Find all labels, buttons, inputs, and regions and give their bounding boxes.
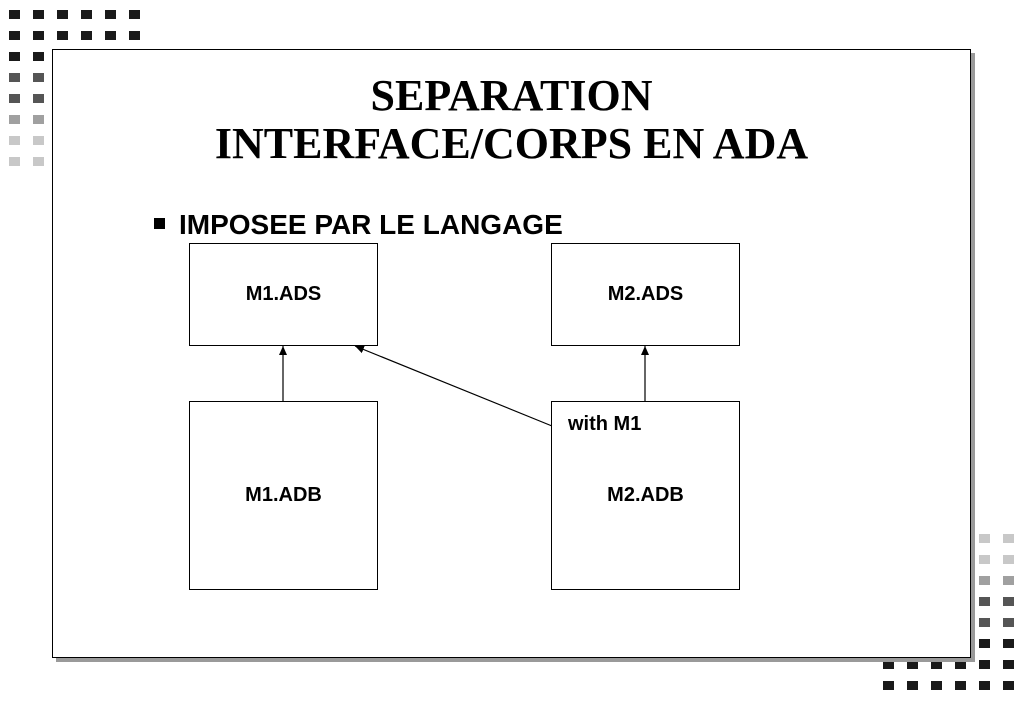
decor-square bbox=[979, 597, 990, 606]
decor-square bbox=[979, 618, 990, 627]
decor-square bbox=[9, 52, 20, 61]
decor-square bbox=[9, 94, 20, 103]
decor-square bbox=[1003, 618, 1014, 627]
decor-square bbox=[105, 31, 116, 40]
bullet-text: IMPOSEE PAR LE LANGAGE bbox=[179, 209, 563, 240]
bullet-item: IMPOSEE PAR LE LANGAGE bbox=[154, 208, 563, 242]
decor-square bbox=[883, 681, 894, 690]
decor-square bbox=[129, 10, 140, 19]
node-m1-adb: M1.ADB bbox=[189, 401, 378, 590]
decor-square bbox=[81, 10, 92, 19]
decor-square bbox=[33, 94, 44, 103]
decor-square bbox=[9, 136, 20, 145]
decor-square bbox=[129, 31, 140, 40]
decor-square bbox=[33, 10, 44, 19]
decor-square bbox=[105, 10, 116, 19]
title-line-2: INTERFACE/CORPS EN ADA bbox=[214, 119, 809, 168]
decor-square bbox=[57, 10, 68, 19]
decor-square bbox=[1003, 597, 1014, 606]
decor-square bbox=[33, 115, 44, 124]
decor-square bbox=[33, 52, 44, 61]
node-m1-ads: M1.ADS bbox=[189, 243, 378, 346]
decor-square bbox=[1003, 681, 1014, 690]
decor-square bbox=[1003, 534, 1014, 543]
decor-square bbox=[1003, 555, 1014, 564]
node-label: M2.ADB bbox=[607, 484, 684, 506]
decor-square bbox=[907, 681, 918, 690]
node-label: M1.ADS bbox=[245, 283, 322, 305]
decor-square bbox=[1003, 576, 1014, 585]
arrow-m2adb-with-m1ads bbox=[354, 345, 553, 427]
decor-square bbox=[9, 115, 20, 124]
decor-square bbox=[907, 660, 918, 669]
decor-square bbox=[955, 681, 966, 690]
decor-square bbox=[81, 31, 92, 40]
decor-square bbox=[9, 31, 20, 40]
decor-square bbox=[979, 555, 990, 564]
decor-square bbox=[931, 681, 942, 690]
decor-square bbox=[979, 534, 990, 543]
decor-square bbox=[33, 136, 44, 145]
title-line-1: SEPARATION bbox=[370, 71, 653, 120]
decor-square bbox=[931, 660, 942, 669]
decor-square bbox=[1003, 639, 1014, 648]
node-m2-ads: M2.ADS bbox=[551, 243, 740, 346]
edge-label-with-m1: with M1 bbox=[568, 413, 642, 435]
decor-square bbox=[9, 10, 20, 19]
node-label: M2.ADS bbox=[607, 283, 684, 305]
decor-square bbox=[33, 31, 44, 40]
decor-square bbox=[33, 157, 44, 166]
decor-square bbox=[1003, 660, 1014, 669]
decor-square bbox=[57, 31, 68, 40]
decor-square bbox=[979, 660, 990, 669]
decor-square bbox=[979, 639, 990, 648]
square-bullet-icon bbox=[154, 218, 165, 230]
decor-square bbox=[979, 576, 990, 585]
node-label: M1.ADB bbox=[245, 484, 322, 506]
slide-title: SEPARATION INTERFACE/CORPS EN ADA bbox=[0, 72, 1023, 168]
decor-square bbox=[883, 660, 894, 669]
node-m2-adb: M2.ADB bbox=[551, 401, 740, 590]
decor-square bbox=[9, 73, 20, 82]
decor-square bbox=[33, 73, 44, 82]
decor-square bbox=[979, 681, 990, 690]
decor-square bbox=[955, 660, 966, 669]
decor-square bbox=[9, 157, 20, 166]
